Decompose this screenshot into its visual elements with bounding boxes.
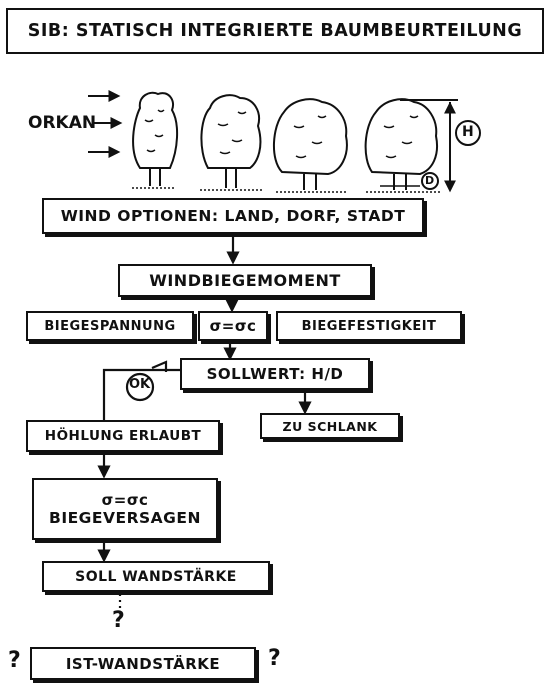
actual-wall-label: IST-WANDSTÄRKE — [65, 654, 221, 673]
stress-equation-box: σ=σc — [198, 311, 268, 341]
failure-equation-label: σ=σc — [101, 491, 149, 509]
tree-icon — [364, 98, 440, 193]
page-title: SIB: STATISCH INTEGRIERTE BAUMBEURTEILUN… — [6, 8, 544, 54]
bending-failure-box: σ=σc BIEGEVERSAGEN — [32, 478, 218, 540]
cavity-allowed-label: HÖHLUNG ERLAUBT — [44, 428, 202, 444]
bending-failure-label: BIEGEVERSAGEN — [49, 509, 201, 527]
bending-strength-label: BIEGEFESTIGKEIT — [301, 318, 437, 334]
tree-icon — [132, 91, 178, 189]
tree-icon — [272, 98, 348, 193]
wind-label: ORKAN — [28, 113, 97, 133]
bending-strength-box: BIEGEFESTIGKEIT — [276, 311, 462, 341]
target-value-box: SOLLWERT: H/D — [180, 358, 370, 390]
height-dimension — [400, 99, 481, 193]
wind-moment-box: WINDBIEGEMOMENT — [118, 264, 372, 297]
too-slender-label: ZU SCHLANK — [282, 418, 378, 434]
wind-arrows — [88, 90, 123, 158]
wind-options-label: WIND OPTIONEN: LAND, DORF, STADT — [60, 207, 406, 225]
target-wall-box: SOLL WANDSTÄRKE — [42, 561, 270, 592]
bending-stress-box: BIEGESPANNUNG — [26, 311, 194, 341]
question-mark: ? — [8, 648, 21, 673]
question-mark: ? — [268, 646, 281, 671]
target-value-label: SOLLWERT: H/D — [206, 365, 344, 383]
page-title-text: SIB: STATISCH INTEGRIERTE BAUMBEURTEILUN… — [27, 21, 523, 41]
diameter-marker: D — [425, 174, 435, 187]
tree-icon — [200, 94, 262, 191]
flow-connectors — [97, 237, 312, 612]
question-mark: ? — [112, 608, 125, 633]
height-marker: H — [462, 124, 474, 140]
target-wall-label: SOLL WANDSTÄRKE — [75, 568, 237, 585]
too-slender-box: ZU SCHLANK — [260, 413, 400, 439]
wind-moment-label: WINDBIEGEMOMENT — [149, 271, 341, 290]
ok-label: OK — [129, 377, 151, 392]
actual-wall-box: IST-WANDSTÄRKE — [30, 647, 256, 680]
bending-stress-label: BIEGESPANNUNG — [44, 318, 176, 334]
cavity-allowed-box: HÖHLUNG ERLAUBT — [26, 420, 220, 452]
wind-options-box: WIND OPTIONEN: LAND, DORF, STADT — [42, 198, 424, 234]
stress-equation-label: σ=σc — [209, 317, 257, 335]
